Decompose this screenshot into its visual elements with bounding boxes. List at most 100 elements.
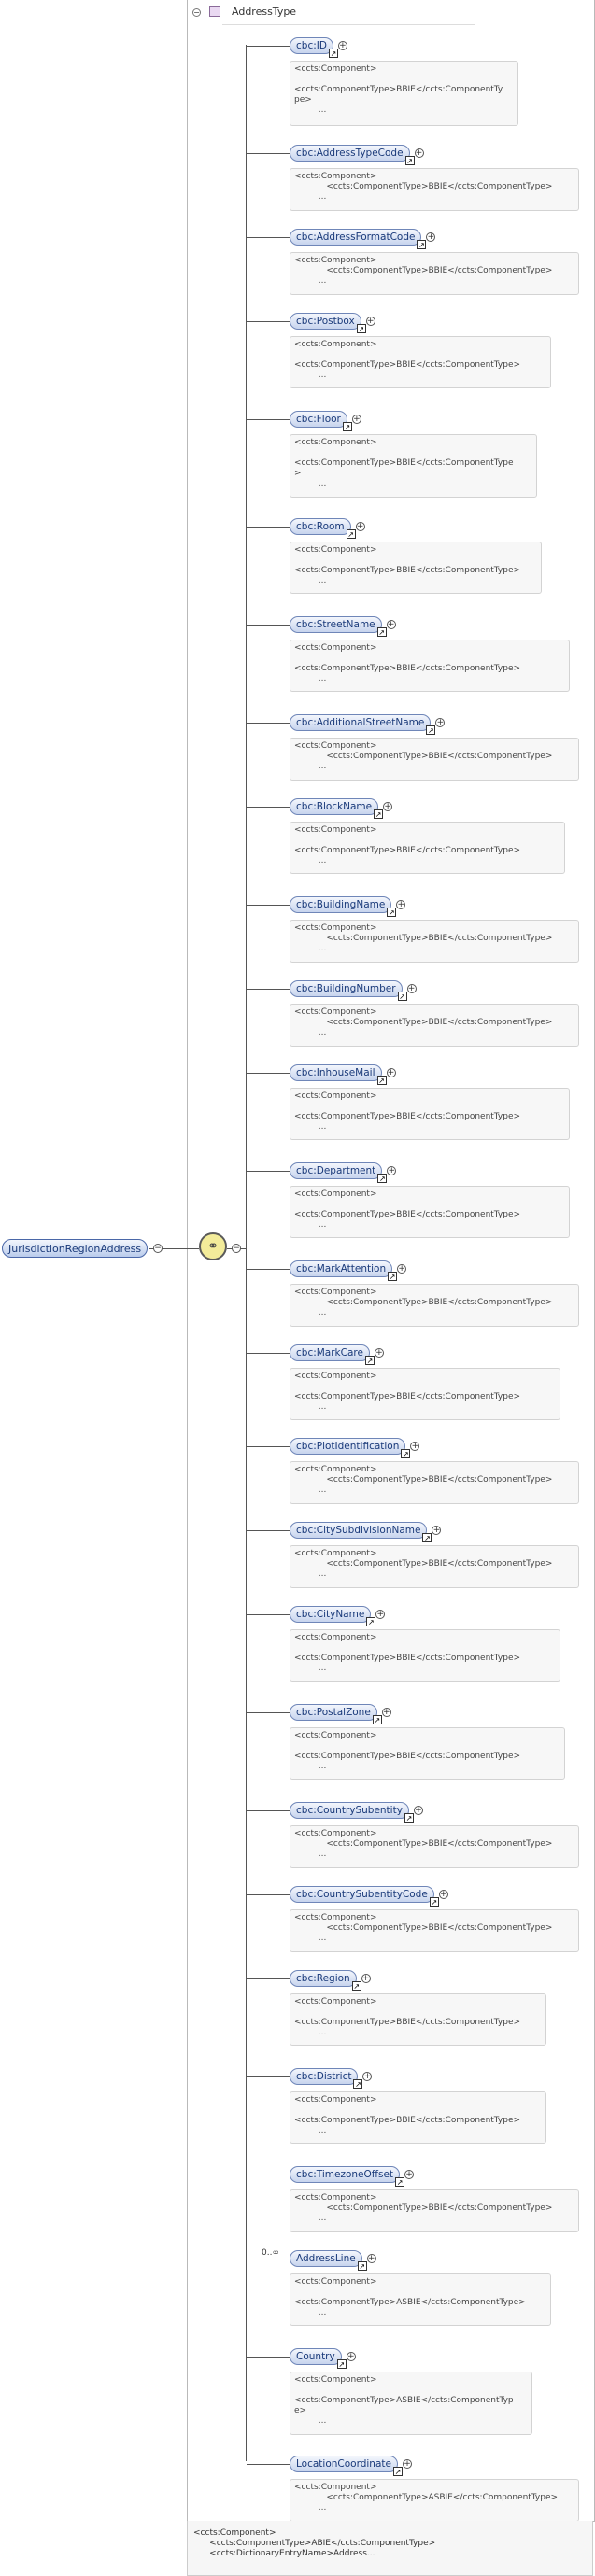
element-documentation: <ccts:Component> <ccts:ComponentType>BBI… bbox=[290, 2189, 579, 2232]
element-connector bbox=[247, 1073, 290, 1074]
element-node[interactable]: cbc:District↗ bbox=[290, 2068, 363, 2089]
element-node[interactable]: cbc:Room↗ bbox=[290, 518, 356, 539]
root-element[interactable]: JurisdictionRegionAddress bbox=[2, 1239, 149, 1258]
element-node[interactable]: Country↗ bbox=[290, 2348, 347, 2369]
sequence-collapse-icon[interactable]: − bbox=[232, 1244, 241, 1253]
expand-icon[interactable]: + bbox=[410, 1442, 420, 1451]
collapse-type-icon[interactable]: − bbox=[192, 8, 201, 17]
element-node[interactable]: cbc:CountrySubentityCode↗ bbox=[290, 1886, 439, 1907]
element-node[interactable]: cbc:StreetName↗ bbox=[290, 616, 387, 637]
element-node[interactable]: cbc:Floor↗ bbox=[290, 411, 352, 431]
element-name: cbc:TimezoneOffset bbox=[296, 2169, 394, 2180]
element-node[interactable]: cbc:InhouseMail↗ bbox=[290, 1064, 387, 1085]
expand-icon[interactable]: + bbox=[397, 1264, 407, 1274]
element-node[interactable]: cbc:CityName↗ bbox=[290, 1606, 376, 1626]
reference-arrow-icon: ↗ bbox=[356, 324, 366, 333]
element-name: cbc:Department bbox=[296, 1165, 376, 1176]
element-node[interactable]: cbc:Region↗ bbox=[290, 1970, 361, 1991]
expand-icon[interactable]: + bbox=[361, 1974, 371, 1983]
expand-icon[interactable]: + bbox=[355, 522, 365, 531]
element-name: cbc:InhouseMail bbox=[296, 1067, 375, 1078]
expand-icon[interactable]: + bbox=[432, 1526, 442, 1535]
element-name: cbc:MarkAttention bbox=[296, 1263, 387, 1274]
element-connector bbox=[247, 2464, 290, 2465]
element-name: LocationCoordinate bbox=[296, 2458, 391, 2470]
expand-icon[interactable]: + bbox=[414, 148, 424, 158]
element-node[interactable]: cbc:BuildingName↗ bbox=[290, 896, 397, 917]
expand-icon[interactable]: + bbox=[406, 984, 417, 993]
element-node[interactable]: cbc:AdditionalStreetName↗ bbox=[290, 714, 436, 735]
expand-icon[interactable]: + bbox=[435, 718, 446, 727]
sequence-icon[interactable]: ⚭ bbox=[199, 1232, 227, 1260]
element-name: Country bbox=[296, 2351, 335, 2362]
element-node[interactable]: LocationCoordinate↗ bbox=[290, 2456, 403, 2476]
element-name: cbc:BlockName bbox=[296, 801, 373, 812]
element-documentation: <ccts:Component> <ccts:ComponentType>BBI… bbox=[290, 336, 551, 388]
element-node[interactable]: cbc:CitySubdivisionName↗ bbox=[290, 1522, 432, 1542]
reference-arrow-icon: ↗ bbox=[387, 908, 397, 917]
element-name: cbc:BuildingName bbox=[296, 899, 386, 910]
element-node[interactable]: cbc:TimezoneOffset↗ bbox=[290, 2166, 405, 2187]
reference-arrow-icon: ↗ bbox=[364, 1356, 375, 1365]
element-connector bbox=[247, 2076, 290, 2077]
element-node[interactable]: cbc:MarkCare↗ bbox=[290, 1344, 375, 1365]
element-node[interactable]: cbc:Postbox↗ bbox=[290, 313, 366, 333]
reference-arrow-icon: ↗ bbox=[404, 156, 415, 165]
element-name: cbc:MarkCare bbox=[296, 1347, 363, 1358]
expand-icon[interactable]: + bbox=[386, 620, 396, 629]
expand-icon[interactable]: + bbox=[438, 1890, 448, 1899]
expand-icon[interactable]: + bbox=[396, 900, 406, 909]
element-documentation: <ccts:Component> <ccts:ComponentType>ASB… bbox=[290, 2479, 579, 2522]
reference-arrow-icon: ↗ bbox=[336, 2359, 347, 2369]
expand-icon[interactable]: + bbox=[346, 2352, 356, 2361]
expand-icon[interactable]: + bbox=[366, 2254, 376, 2263]
element-node[interactable]: cbc:ID↗ bbox=[290, 37, 338, 58]
expand-icon[interactable]: + bbox=[375, 1610, 386, 1619]
element-connector bbox=[247, 527, 290, 528]
root-expand-icon[interactable]: − bbox=[153, 1244, 163, 1253]
element-node[interactable]: cbc:PlotIdentification↗ bbox=[290, 1438, 411, 1458]
expand-icon[interactable]: + bbox=[387, 1166, 397, 1175]
expand-icon[interactable]: + bbox=[402, 2459, 412, 2469]
element-documentation: <ccts:Component> <ccts:ComponentType>BBI… bbox=[290, 1088, 570, 1140]
element-connector bbox=[247, 321, 290, 322]
element-documentation: <ccts:Component> <ccts:ComponentType>BBI… bbox=[290, 542, 542, 594]
expand-icon[interactable]: + bbox=[386, 1068, 396, 1077]
element-name: cbc:CountrySubentityCode bbox=[296, 1889, 428, 1900]
element-name: cbc:PlotIdentification bbox=[296, 1441, 400, 1452]
element-connector bbox=[247, 905, 290, 906]
element-documentation: <ccts:Component> <ccts:ComponentType>BBI… bbox=[290, 1629, 560, 1682]
element-node[interactable]: cbc:Department↗ bbox=[290, 1162, 388, 1183]
reference-arrow-icon: ↗ bbox=[401, 1449, 411, 1458]
element-node[interactable]: AddressLine↗ bbox=[290, 2250, 367, 2271]
element-node[interactable]: cbc:PostalZone↗ bbox=[290, 1704, 382, 1724]
expand-icon[interactable]: + bbox=[351, 415, 361, 424]
element-connector bbox=[247, 1171, 290, 1172]
expand-icon[interactable]: + bbox=[362, 2072, 373, 2081]
expand-icon[interactable]: + bbox=[383, 802, 393, 811]
reference-arrow-icon: ↗ bbox=[357, 2261, 367, 2271]
element-name: cbc:CitySubdivisionName bbox=[296, 1525, 421, 1536]
expand-icon[interactable]: + bbox=[381, 1708, 391, 1717]
element-documentation: <ccts:Component> <ccts:ComponentType>BBI… bbox=[290, 822, 565, 874]
root-connector bbox=[149, 1248, 199, 1249]
element-documentation: <ccts:Component> <ccts:ComponentType>BBI… bbox=[290, 920, 579, 963]
expand-icon[interactable]: + bbox=[426, 232, 436, 242]
element-node[interactable]: cbc:AddressTypeCode↗ bbox=[290, 145, 415, 165]
element-name: cbc:AddressFormatCode bbox=[296, 232, 416, 243]
reference-arrow-icon: ↗ bbox=[377, 1174, 388, 1183]
expand-icon[interactable]: + bbox=[374, 1348, 384, 1358]
element-node[interactable]: cbc:AddressFormatCode↗ bbox=[290, 229, 427, 249]
expand-icon[interactable]: + bbox=[413, 1806, 423, 1815]
element-connector bbox=[247, 419, 290, 420]
element-node[interactable]: cbc:BuildingNumber↗ bbox=[290, 980, 407, 1001]
expand-icon[interactable]: + bbox=[337, 41, 347, 50]
complex-type-icon bbox=[209, 6, 220, 17]
element-node[interactable]: cbc:CountrySubentity↗ bbox=[290, 1802, 414, 1823]
element-documentation: <ccts:Component> <ccts:ComponentType>BBI… bbox=[290, 61, 518, 126]
element-node[interactable]: cbc:MarkAttention↗ bbox=[290, 1260, 398, 1281]
expand-icon[interactable]: + bbox=[404, 2170, 415, 2179]
reference-arrow-icon: ↗ bbox=[353, 2079, 363, 2089]
element-node[interactable]: cbc:BlockName↗ bbox=[290, 798, 384, 819]
expand-icon[interactable]: + bbox=[365, 317, 375, 326]
